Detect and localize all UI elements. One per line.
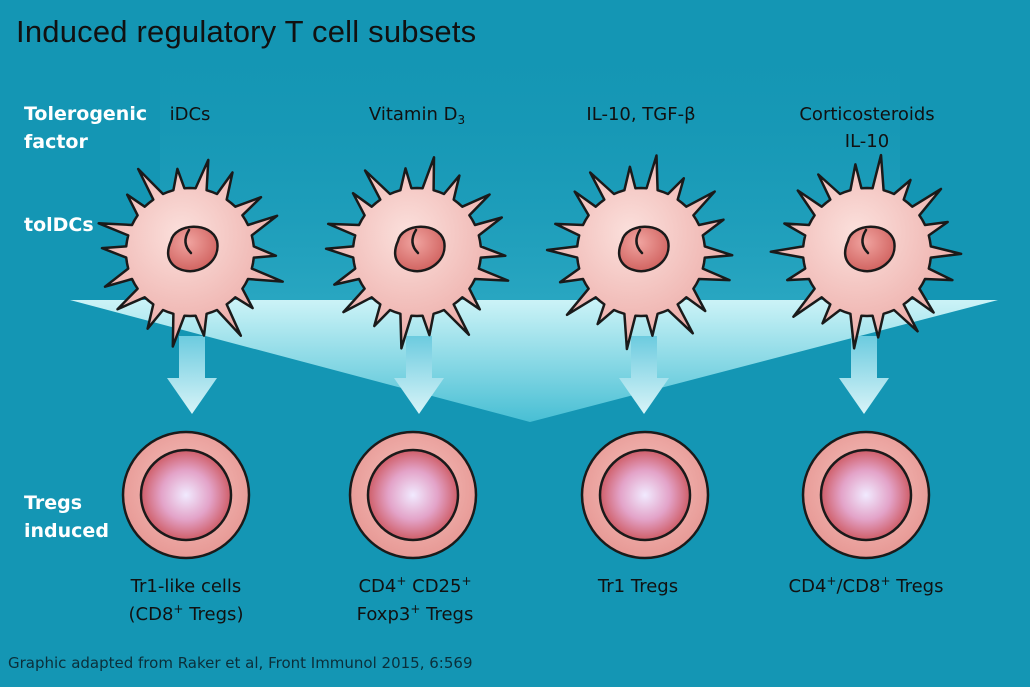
superscript: +	[396, 574, 407, 588]
label-text: /CD8	[836, 576, 881, 597]
induced-treg-cell	[121, 430, 251, 560]
tolerogenic-dendritic-cell	[97, 158, 284, 348]
background-band	[160, 22, 900, 322]
treg-label-1: Tr1-like cells (CD8+ Tregs)	[61, 573, 311, 629]
label-text: Tr1-like cells	[130, 576, 242, 597]
label-text: iDCs	[169, 104, 211, 125]
arrow-down-icon	[394, 336, 444, 414]
funnel-triangle	[70, 300, 998, 422]
label-text: IL-10, TGF-β	[586, 104, 696, 125]
label-line: iDCs	[75, 101, 305, 128]
treg-cell-nucleus	[366, 448, 460, 542]
label-line: CD4+/CD8+ Tregs	[741, 573, 991, 601]
subscript: 3	[457, 113, 466, 127]
arrow-down-icon	[839, 336, 889, 414]
nucleus-indent	[184, 228, 193, 255]
tolerogenic-dendritic-cell	[324, 156, 510, 350]
label-text: CD4	[358, 576, 397, 597]
label-line: Tr1 Tregs	[513, 573, 763, 601]
row-label-line: induced	[24, 520, 109, 542]
label-text: Foxp3	[356, 604, 411, 625]
label-text: (CD8	[128, 604, 174, 625]
dendritic-cell-nucleus	[393, 225, 446, 273]
induced-treg-cell	[580, 430, 710, 560]
row-label-line: factor	[24, 131, 88, 153]
superscript: +	[826, 574, 837, 588]
nucleus-indent	[861, 228, 870, 255]
label-line: IL-10, TGF-β	[526, 101, 756, 128]
dendritic-cell-nucleus	[617, 225, 670, 273]
superscript: +	[173, 602, 184, 616]
treg-cell-nucleus	[598, 448, 692, 542]
label-line: CD4+ CD25+	[290, 573, 540, 601]
row-label-line: Tregs	[24, 492, 83, 514]
nucleus-indent	[635, 228, 644, 255]
factor-label-3: IL-10, TGF-β	[526, 101, 756, 128]
label-line: (CD8+ Tregs)	[61, 601, 311, 629]
factor-label-2: Vitamin D3	[302, 101, 532, 128]
treg-label-4: CD4+/CD8+ Tregs	[741, 573, 991, 601]
arrow-down-icon	[619, 336, 669, 414]
label-text: Tr1 Tregs	[597, 576, 679, 597]
treg-cell-nucleus	[819, 448, 913, 542]
label-line: Vitamin D3	[302, 101, 532, 128]
factor-label-1: iDCs	[75, 101, 305, 128]
label-line: Tr1-like cells	[61, 573, 311, 601]
row-label-toldcs: tolDCs	[24, 214, 94, 236]
treg-label-2: CD4+ CD25+Foxp3+ Tregs	[290, 573, 540, 629]
tolerogenic-dendritic-cell	[545, 154, 734, 351]
dendritic-cell-nucleus	[843, 225, 896, 273]
source-credit: Graphic adapted from Raker et al, Front …	[8, 654, 473, 672]
page-title: Induced regulatory T cell subsets	[16, 14, 477, 49]
induced-treg-cell	[348, 430, 478, 560]
treg-cell-nucleus	[139, 448, 233, 542]
superscript: +	[410, 602, 421, 616]
label-text: Tregs	[890, 576, 944, 597]
treg-label-3: Tr1 Tregs	[513, 573, 763, 601]
tolerogenic-dendritic-cell	[769, 153, 963, 350]
label-text: Tregs)	[183, 604, 244, 625]
row-label-line: Tolerogenic	[24, 103, 148, 125]
dendritic-cell-nucleus	[166, 225, 219, 273]
label-text: Vitamin D	[368, 104, 458, 125]
label-text: Corticosteroids	[799, 104, 935, 125]
superscript: +	[880, 574, 891, 588]
superscript: +	[461, 574, 472, 588]
arrow-down-icon	[167, 336, 217, 414]
label-text: CD4	[788, 576, 827, 597]
label-line: Foxp3+ Tregs	[290, 601, 540, 629]
row-label-tregs-induced: Tregs induced	[24, 489, 109, 545]
label-line: IL-10	[752, 128, 982, 155]
label-text: CD25	[406, 576, 462, 597]
label-text: IL-10	[844, 131, 890, 152]
label-text: Tregs	[420, 604, 474, 625]
row-label-tolerogenic-factor: Tolerogenic factor	[24, 100, 147, 156]
induced-treg-cell	[801, 430, 931, 560]
label-line: Corticosteroids	[752, 101, 982, 128]
nucleus-indent	[411, 228, 420, 255]
